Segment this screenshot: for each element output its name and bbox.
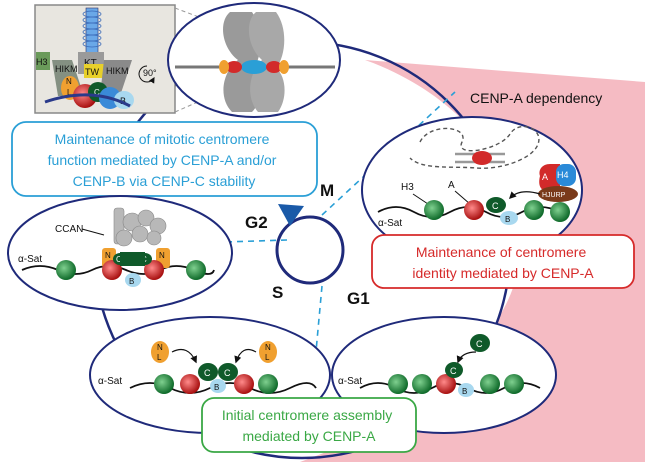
identity-hjurp-oval: α-Sat H3 A C B A H4 HJURP bbox=[361, 116, 583, 264]
assembly-line-1: Initial centromere assembly bbox=[222, 407, 392, 423]
c-g1-label: C bbox=[450, 366, 457, 376]
c-s-left: C bbox=[204, 368, 211, 378]
mitotic-line-1: Maintenance of mitotic centromere bbox=[55, 131, 270, 147]
identity-line-1: Maintenance of centromere bbox=[416, 244, 587, 260]
b-s-label: B bbox=[214, 383, 219, 392]
cycle-arrowhead bbox=[278, 204, 304, 226]
svg-text:Initial centromere assembly: Initial centromere assembly mediated by … bbox=[222, 407, 396, 444]
identity-line-2: identity mediated by CENP-A bbox=[412, 265, 594, 281]
n-inset-label: N bbox=[66, 77, 72, 86]
cenpa-dependency-title: CENP-A dependency bbox=[470, 90, 602, 106]
alpha-sat-right-label: α-Sat bbox=[378, 218, 402, 229]
mitotic-line-3: CENP-B via CENP-C stability bbox=[73, 173, 256, 189]
phase-g2-label: G2 bbox=[245, 213, 268, 232]
alpha-sat-g1-label: α-Sat bbox=[338, 376, 362, 387]
kinetochore-inset: KT H3 HIKM TW HIKM N L C B 90° bbox=[34, 4, 176, 114]
phase-g1-label: G1 bbox=[347, 289, 370, 308]
n-s-left: N bbox=[157, 343, 163, 352]
b-g2-label: B bbox=[129, 277, 134, 286]
ccan-label: CCAN bbox=[55, 224, 83, 235]
c-g1-free: C bbox=[476, 339, 483, 349]
phase-m-label: M bbox=[320, 181, 334, 200]
l-s-left: L bbox=[157, 353, 162, 362]
phase-s-label: S bbox=[272, 283, 283, 302]
g2-ccan-oval: α-Sat CCAN N N C C B bbox=[7, 195, 233, 311]
rotate-label: 90° bbox=[143, 68, 157, 78]
tw-label: TW bbox=[85, 67, 99, 77]
identity-maintenance-callout: Maintenance of centromere identity media… bbox=[371, 234, 635, 289]
b-right-label: B bbox=[505, 215, 510, 224]
l-inset-label: L bbox=[67, 88, 72, 97]
kt-label: KT bbox=[84, 58, 97, 69]
h4-label: H4 bbox=[557, 170, 569, 180]
n-g2-left: N bbox=[105, 251, 111, 260]
alpha-sat-s-label: α-Sat bbox=[98, 376, 122, 387]
c-right-label: C bbox=[492, 201, 499, 211]
mitotic-line-2: function mediated by CENP-A and/or bbox=[48, 152, 277, 168]
c-inset-label: C bbox=[94, 88, 100, 97]
initial-assembly-callout: Initial centromere assembly mediated by … bbox=[201, 397, 417, 453]
cell-cycle-inner-circle bbox=[275, 215, 345, 285]
a-hjurp-label: A bbox=[542, 172, 548, 182]
c-s-right: C bbox=[224, 368, 231, 378]
n-s-right: N bbox=[265, 343, 271, 352]
h3-right-label: H3 bbox=[401, 182, 414, 193]
hjurp-label: HJURP bbox=[542, 192, 566, 199]
b-inset-label: B bbox=[120, 96, 126, 106]
l-s-right: L bbox=[265, 353, 270, 362]
svg-text:Maintenance of centromere: Maintenance of centromere identity media… bbox=[412, 244, 594, 281]
assembly-line-2: mediated by CENP-A bbox=[242, 428, 376, 444]
c-g2-left: C bbox=[116, 255, 122, 264]
mitotic-maintenance-callout: Maintenance of mitotic centromere functi… bbox=[11, 121, 318, 197]
a-right-label: A bbox=[448, 180, 455, 191]
h3-inset-label: H3 bbox=[36, 57, 48, 67]
alpha-sat-g2-label: α-Sat bbox=[18, 254, 42, 265]
hikm-left-label: HIKM bbox=[55, 64, 78, 74]
b-g1-label: B bbox=[462, 387, 467, 396]
svg-text:Maintenance of mitotic centrom: Maintenance of mitotic centromere functi… bbox=[48, 131, 281, 189]
n-g2-right: N bbox=[159, 251, 165, 260]
chromosome-oval bbox=[167, 2, 341, 118]
hikm-right-label: HIKM bbox=[106, 66, 129, 76]
